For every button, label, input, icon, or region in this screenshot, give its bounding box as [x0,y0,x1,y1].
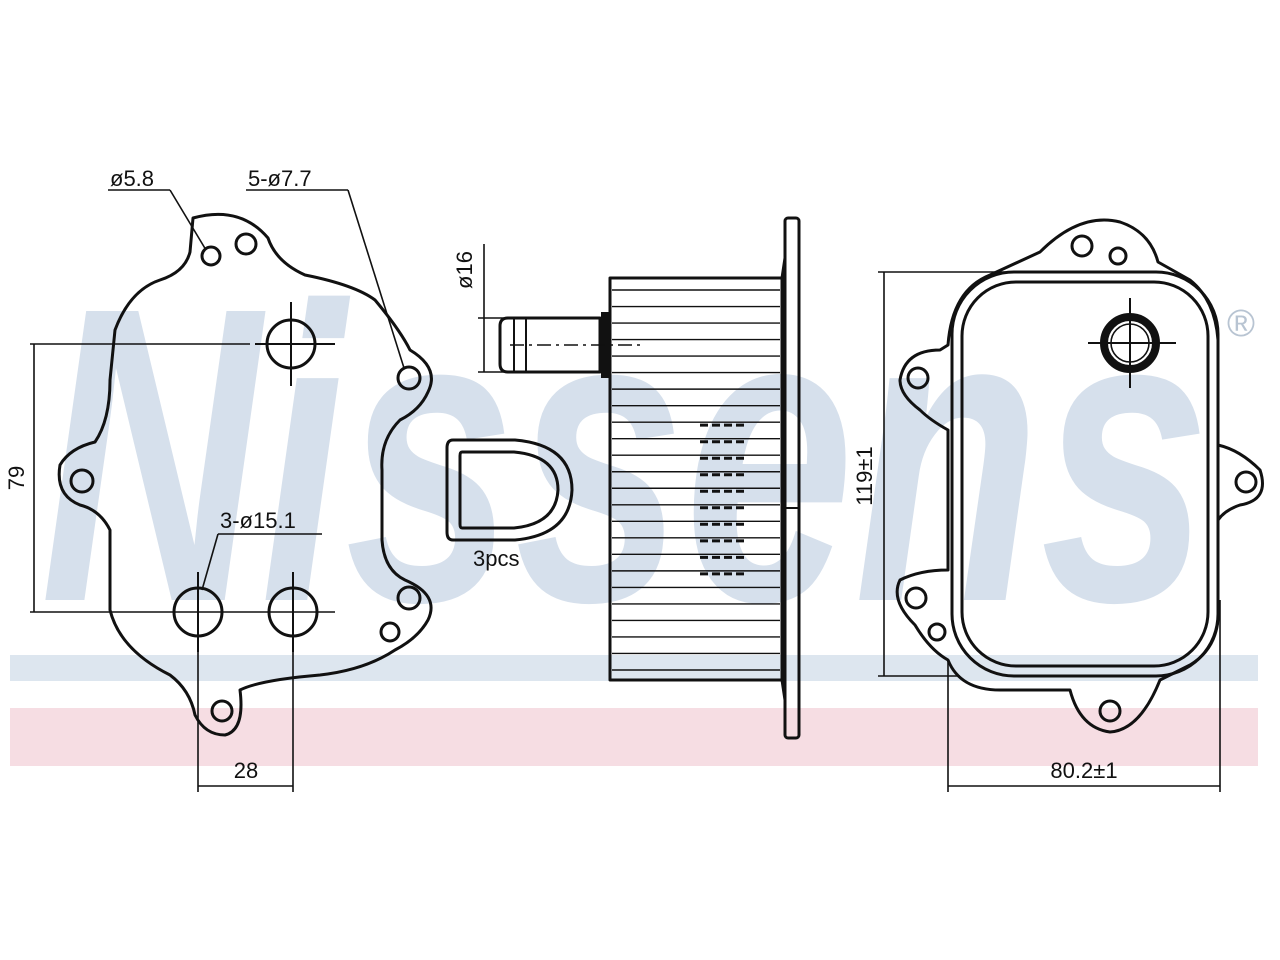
label-width: 80.2±1 [1050,758,1117,783]
top-bolt-hole-right [1234,470,1258,494]
label-port-holes: 3-ø15.1 [220,508,296,533]
top-face-rim-inner [960,280,1210,668]
top-bolt-hole-b [1108,246,1128,266]
label-bolt-holes: 5-ø7.7 [248,166,312,191]
bolt-hole-bottom-right [396,585,422,611]
label-small-hole: ø5.8 [110,166,154,191]
top-bolt-hole-bottom [1098,699,1122,723]
bolt-hole-right [396,365,422,391]
flange-outline [57,212,433,737]
top-bolt-hole-left [906,366,930,390]
dimension-label-28: 28 [234,758,258,783]
top-bolt-hole-a [1070,234,1094,258]
bolt-hole-left [69,468,95,494]
seal-ring: 3pcs [445,438,574,571]
cooler-body [608,276,784,682]
bolt-hole-top [234,232,258,256]
bolt-hole-bottom [210,699,234,723]
top-flange-outline [895,218,1264,734]
label-seal-qty: 3pcs [473,546,519,571]
flange-step [780,256,787,280]
label-pipe-diameter: ø16 [452,251,477,289]
registered-mark: ® [1227,303,1255,345]
leader-line [169,189,207,251]
top-face-view: 119±1 80.2±1 [852,218,1264,792]
flange-step [780,678,787,702]
mounting-flange [783,216,801,740]
side-view: ø16 [452,216,801,740]
leader-line [201,533,219,591]
pipe-fitting [601,312,611,378]
label-height: 119±1 [852,446,877,505]
cooler-fins [612,289,780,671]
top-bolt-hole-lower-left [904,586,928,610]
flange-face-view: 79 28 ø5.8 5-ø7.7 3-ø15.1 [4,166,433,792]
seal-outer [445,438,574,542]
dimension-label-79: 79 [4,466,29,490]
top-bolt-hole-lower-left-2 [927,622,947,642]
small-hole [200,245,222,267]
bolt-hole-bottom-right-2 [379,621,401,643]
watermark-stripe-pink [10,708,1258,766]
seal-inner [458,450,560,530]
leader-line [347,189,405,369]
